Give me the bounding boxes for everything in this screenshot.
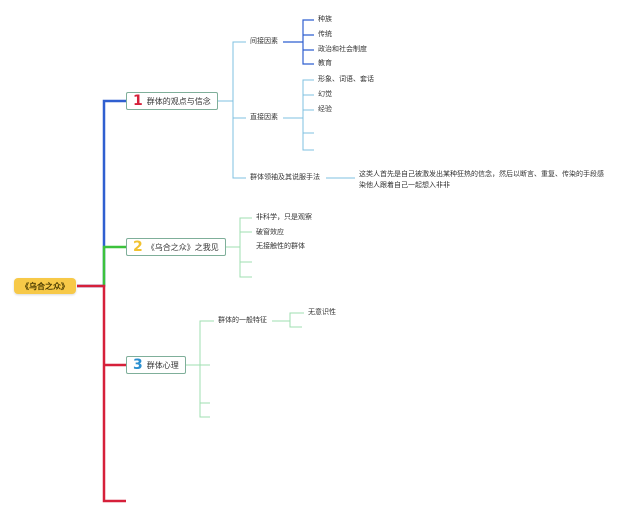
branch-line-3 — [77, 284, 126, 503]
topic-3-label: 群体心理 — [146, 360, 179, 370]
topic-2-number: 2 — [133, 239, 143, 255]
item-broken-window[interactable]: 破窗效应 — [256, 228, 284, 236]
topic-1[interactable]: 1 群体的观点与信念 — [126, 92, 218, 110]
subtopic-direct[interactable]: 直接因素 — [250, 113, 278, 121]
branch-line-1 — [77, 99, 126, 288]
topic-3-number: 3 — [133, 357, 143, 373]
item-non-contact-group[interactable]: 无接触性的群体 — [256, 242, 305, 250]
item-tradition[interactable]: 传统 — [318, 30, 332, 38]
topic-3[interactable]: 3 群体心理 — [126, 356, 186, 374]
branch-line-2 — [102, 245, 126, 286]
item-race[interactable]: 种族 — [318, 15, 332, 23]
item-experience[interactable]: 经验 — [318, 105, 332, 113]
item-non-scientific[interactable]: 非科学，只是观察 — [256, 213, 312, 221]
topic-1-number: 1 — [133, 93, 143, 109]
item-education[interactable]: 教育 — [318, 59, 332, 67]
subtopic-leaders[interactable]: 群体领袖及其说服手法 — [250, 173, 320, 181]
topic-1-label: 群体的观点与信念 — [146, 96, 211, 106]
indirect-connector — [283, 19, 314, 65]
item-unconscious[interactable]: 无意识性 — [308, 308, 336, 316]
subtopic-indirect[interactable]: 间接因素 — [250, 37, 278, 45]
item-illusion[interactable]: 幻觉 — [318, 90, 332, 98]
root-topic[interactable]: 《乌合之众》 — [14, 278, 76, 294]
topic-2-label: 《乌合之众》之我见 — [146, 242, 219, 252]
topic2-connector — [225, 217, 252, 278]
item-images-words[interactable]: 形象、词语、套话 — [318, 75, 374, 83]
direct-connector — [283, 79, 314, 151]
leaders-note: 这类人首先是自己被激发出某种狂热的信念，然后以断言、重复、传染的手段感染他人跟着… — [359, 170, 604, 189]
subtopic-general-features[interactable]: 群体的一般特征 — [218, 316, 267, 324]
topic3-connector — [186, 320, 214, 418]
general-feature-connector — [272, 312, 304, 328]
topic-2[interactable]: 2 《乌合之众》之我见 — [126, 238, 226, 256]
item-political-system[interactable]: 政治和社会制度 — [318, 45, 367, 53]
topic1-connector — [217, 41, 246, 179]
